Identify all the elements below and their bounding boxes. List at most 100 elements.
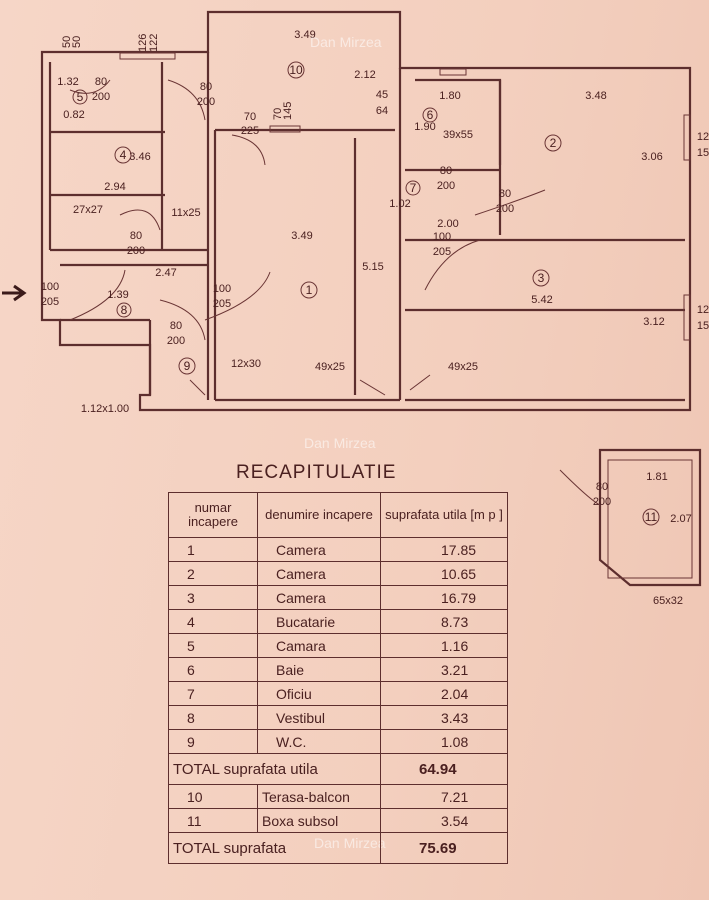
cell-name: Vestibul xyxy=(257,705,381,730)
dimension-label: 2.94 xyxy=(104,181,125,193)
window xyxy=(439,68,467,76)
total-row: TOTAL suprafata 75.69 xyxy=(168,832,508,864)
door-label: 205 xyxy=(41,296,59,308)
room-number: 4 xyxy=(120,148,127,162)
dimension-label: 5.15 xyxy=(362,261,383,273)
cell-number: 11 xyxy=(168,808,258,833)
door-arc xyxy=(559,469,601,506)
dimension-label: 2.47 xyxy=(155,267,176,279)
dimension-label: 1.81 xyxy=(646,471,667,483)
room-number: 8 xyxy=(121,303,128,317)
interior-wall xyxy=(215,78,685,402)
dimension-label: 64 xyxy=(376,105,388,117)
watermark: Dan Mirzea xyxy=(310,34,382,50)
door-label: 80 xyxy=(95,76,107,88)
door-label: 200 xyxy=(197,96,215,108)
interior-wall xyxy=(50,62,208,252)
dimension-label: 27x27 xyxy=(73,204,103,216)
dimension-label: 3.46 xyxy=(129,151,150,163)
dimension-label: 45 xyxy=(376,89,388,101)
cell-number: 10 xyxy=(168,784,258,809)
cell-name: Camera xyxy=(257,561,381,586)
door-label: 80 xyxy=(440,165,452,177)
cell-area: 8.73 xyxy=(380,609,508,634)
door-label: 200 xyxy=(437,180,455,192)
door-label: 80 xyxy=(596,481,608,493)
door-arc xyxy=(69,79,111,94)
cell-name: Terasa-balcon xyxy=(257,784,381,809)
dimension-label: 15 xyxy=(697,147,709,159)
door-label: 100 xyxy=(213,283,231,295)
table-header-row: numar incapere denumire incapere suprafa… xyxy=(168,492,508,538)
window xyxy=(683,294,691,341)
cell-area: 1.08 xyxy=(380,729,508,754)
cell-number: 1 xyxy=(168,537,258,562)
window xyxy=(269,125,301,133)
door-label: 80 xyxy=(170,320,182,332)
door-label: 205 xyxy=(213,298,231,310)
cell-area: 3.54 xyxy=(380,808,508,833)
outer-wall xyxy=(40,10,692,412)
dimension-label: 39x55 xyxy=(443,129,473,141)
door-label: 200 xyxy=(127,245,145,257)
cell-name: Camera xyxy=(257,537,381,562)
cell-number: 8 xyxy=(168,705,258,730)
dimension-label: 126 xyxy=(137,34,149,52)
total-label: TOTAL suprafata xyxy=(168,832,381,864)
dimension-label: 0.82 xyxy=(63,109,84,121)
dimension-label: 12 xyxy=(697,131,709,143)
room-number: 10 xyxy=(289,63,303,77)
cell-area: 10.65 xyxy=(380,561,508,586)
door-arc xyxy=(231,134,266,166)
dimension-label: 65x32 xyxy=(653,595,683,607)
door-label: 100 xyxy=(433,231,451,243)
dimension-label: 49x25 xyxy=(315,361,345,373)
room-number: 7 xyxy=(410,181,417,195)
dimension-label: 12 xyxy=(697,304,709,316)
dimension-label: 1.32 xyxy=(57,76,78,88)
dimension-label: 1.80 xyxy=(439,90,460,102)
watermark: Dan Mirzea xyxy=(304,435,376,451)
cell-area: 3.21 xyxy=(380,657,508,682)
door-arc xyxy=(474,189,546,216)
recap-title: RECAPITULATIE xyxy=(236,462,397,483)
header-number: numar incapere xyxy=(168,492,258,538)
dimension-label: 1.90 xyxy=(414,121,435,133)
total-util-row: TOTAL suprafata utila 64.94 xyxy=(168,753,508,785)
room-number: 5 xyxy=(77,90,84,104)
dimension-label: 2.07 xyxy=(670,513,691,525)
door-arc xyxy=(159,299,206,341)
dimension-label: 3.49 xyxy=(294,29,315,41)
cell-area: 7.21 xyxy=(380,784,508,809)
door-label: 80 xyxy=(499,188,511,200)
cell-area: 1.16 xyxy=(380,633,508,658)
recap-table: numar incapere denumire incapere suprafa… xyxy=(168,492,508,864)
cell-area: 17.85 xyxy=(380,537,508,562)
cell-number: 9 xyxy=(168,729,258,754)
door-arc xyxy=(204,271,271,321)
room-number-markers xyxy=(72,61,660,526)
total-util-label: TOTAL suprafata utila xyxy=(168,753,381,785)
storage-inner xyxy=(607,459,693,579)
header-area: suprafata utila [m p ] xyxy=(380,492,508,538)
cell-area: 3.43 xyxy=(380,705,508,730)
dimension-label: 3.12 xyxy=(643,316,664,328)
cell-number: 5 xyxy=(168,633,258,658)
door-label: 200 xyxy=(92,91,110,103)
dimension-label: 1.12x1.00 xyxy=(81,403,129,415)
dimension-label: 50 xyxy=(61,36,73,48)
dimension-label: 70 xyxy=(272,108,284,120)
door-arc xyxy=(167,79,206,121)
cell-name: Boxa subsol xyxy=(257,808,381,833)
dimension-label: 11x25 xyxy=(171,207,200,219)
interior-wall xyxy=(60,138,357,395)
